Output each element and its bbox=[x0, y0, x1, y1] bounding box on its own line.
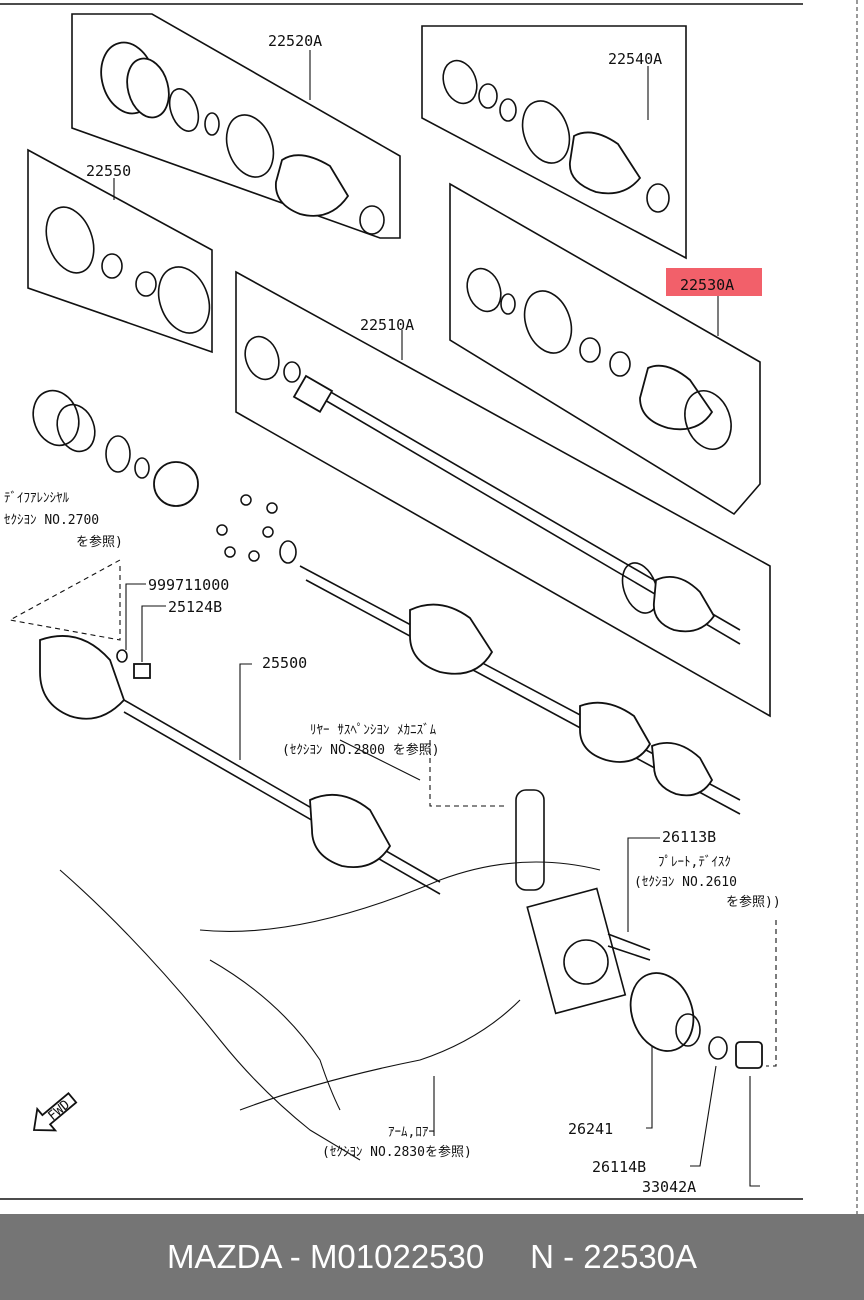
callout-26114b: 26114B bbox=[592, 1158, 646, 1176]
part-group-25500 bbox=[32, 389, 741, 895]
group-box-22540a bbox=[421, 25, 687, 260]
reference-notes: ﾃﾞｲﾌｱﾚﾝｼﾔﾙ ｾｸｼﾖﾝ NO.2700 を参照) ﾘﾔｰ ｻｽﾍﾟﾝｼ… bbox=[4, 491, 781, 1160]
callout-22540a: 22540A bbox=[608, 50, 662, 68]
callout-labels: 22520A 22540A 22550 22530A 22510A 999711… bbox=[86, 32, 762, 1196]
group-box-22520a bbox=[71, 13, 401, 239]
note-susp-line2: (ｾｸｼﾖﾝ NO.2800 を参照) bbox=[282, 742, 440, 758]
callout-22520a: 22520A bbox=[268, 32, 322, 50]
diff-leader bbox=[8, 559, 121, 641]
note-plate-line2: (ｾｸｼﾖﾝ NO.2610 bbox=[634, 875, 737, 890]
note-arm-line1: ｱｰﾑ,ﾛｱｰ bbox=[388, 1125, 435, 1140]
fwd-arrow-icon: FWD bbox=[32, 1091, 78, 1132]
footer-bar: MAZDA - M01022530 N - 22530A bbox=[0, 1214, 864, 1300]
part-group-22550 bbox=[45, 206, 211, 334]
callout-26241: 26241 bbox=[568, 1120, 613, 1138]
part-group-22510a bbox=[244, 335, 741, 645]
note-arm-line2: (ｾｸｼﾖﾝ NO.2830を参照) bbox=[322, 1144, 472, 1160]
callout-22510a: 22510A bbox=[360, 316, 414, 334]
part-group-22530a bbox=[466, 267, 732, 450]
callout-22550: 22550 bbox=[86, 162, 131, 180]
diagram-frame bbox=[0, 0, 858, 1214]
note-diff-line2: ｾｸｼﾖﾝ NO.2700 bbox=[4, 513, 99, 528]
highlight-22530a bbox=[666, 268, 762, 296]
callout-22530a: 22530A bbox=[680, 276, 734, 294]
footer-part-number: MAZDA - M01022530 N - 22530A bbox=[166, 1238, 698, 1275]
group-box-22550 bbox=[27, 148, 213, 354]
group-box-22530a bbox=[449, 182, 761, 516]
callout-25500: 25500 bbox=[262, 654, 307, 672]
part-group-22540a bbox=[442, 59, 670, 213]
exploded-parts-diagram: 22520A 22540A 22550 22530A 22510A 999711… bbox=[0, 0, 858, 1214]
group-box-22510a bbox=[235, 270, 771, 718]
callout-999711000: 999711000 bbox=[148, 576, 229, 594]
callout-26113b: 26113B bbox=[662, 828, 716, 846]
leader-lines bbox=[113, 50, 777, 1187]
lower-arm-outline bbox=[59, 739, 763, 1161]
part-group-22520a bbox=[100, 41, 385, 235]
callout-25124b: 25124B bbox=[168, 598, 222, 616]
note-diff-line3: を参照) bbox=[76, 534, 123, 550]
note-susp-line1: ﾘﾔｰ ｻｽﾍﾟﾝｼﾖﾝ ﾒｶﾆｽﾞﾑ bbox=[310, 723, 437, 738]
note-diff-line1: ﾃﾞｲﾌｱﾚﾝｼﾔﾙ bbox=[4, 491, 70, 506]
note-plate-line3: を参照)) bbox=[726, 894, 781, 910]
note-plate-line1: ﾌﾟﾚｰﾄ,ﾃﾞｲｽｸ bbox=[658, 855, 731, 870]
callout-33042a: 33042A bbox=[642, 1178, 696, 1196]
